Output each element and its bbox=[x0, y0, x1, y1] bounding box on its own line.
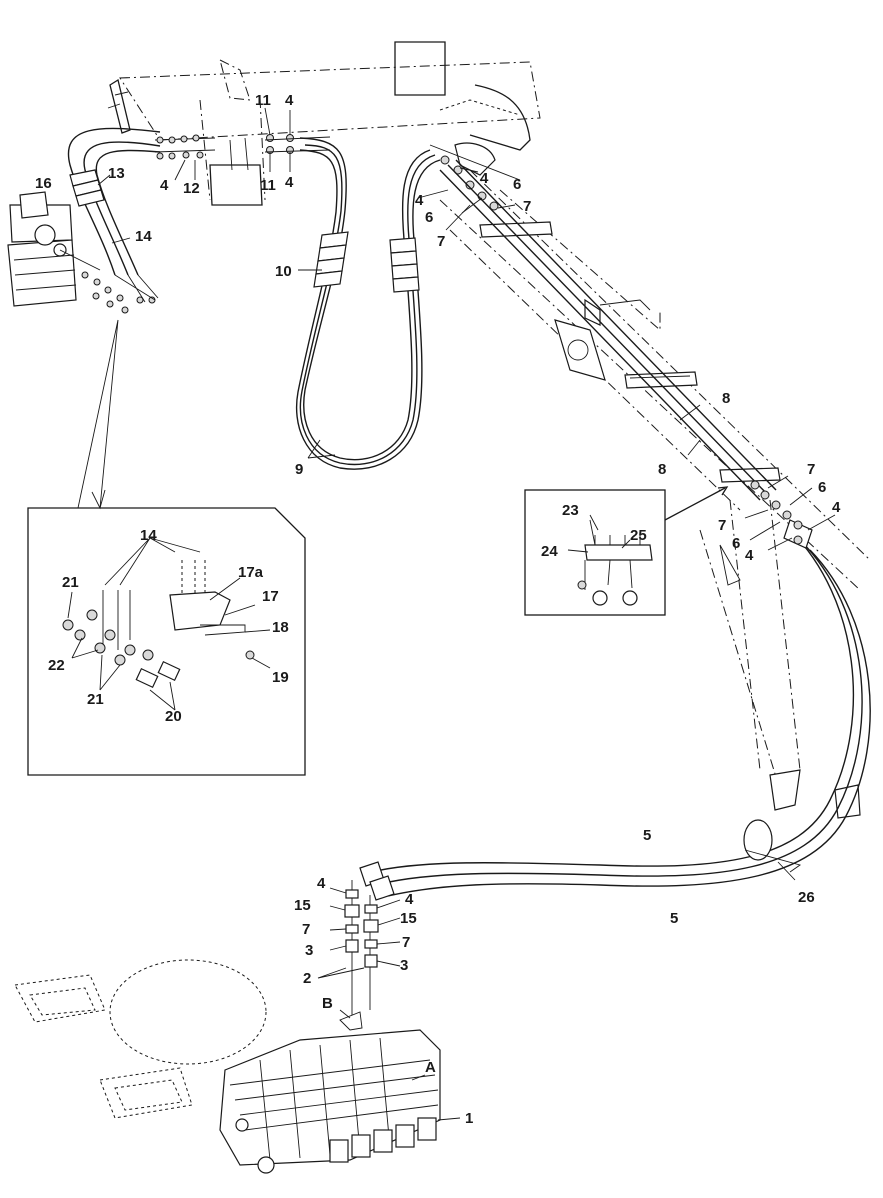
detail-box-right bbox=[524, 486, 729, 616]
label-7: 7 bbox=[523, 198, 531, 215]
label-7: 7 bbox=[807, 461, 815, 478]
label-17a: 17a bbox=[238, 564, 264, 581]
label-22: 22 bbox=[48, 657, 65, 674]
label-21: 21 bbox=[62, 574, 79, 591]
hoses-13-14 bbox=[67, 127, 161, 276]
label-4: 4 bbox=[285, 92, 294, 109]
label-15: 15 bbox=[400, 910, 417, 927]
label-23: 23 bbox=[562, 502, 579, 519]
hoses-8 bbox=[439, 159, 777, 501]
label-11: 11 bbox=[255, 92, 271, 109]
label-4: 4 bbox=[285, 174, 294, 191]
label-8: 8 bbox=[658, 461, 666, 478]
label-13: 13 bbox=[108, 165, 125, 182]
label-4: 4 bbox=[415, 192, 424, 209]
label-21: 21 bbox=[87, 691, 104, 708]
label-12: 12 bbox=[183, 180, 200, 197]
rotator-fittings bbox=[81, 271, 159, 314]
label-25: 25 bbox=[630, 527, 647, 544]
label-11: 11 bbox=[260, 177, 276, 194]
part-number-labels: 16 13 14 4 12 11 4 11 4 10 9 4 6 4 7 6 7… bbox=[35, 92, 841, 1127]
label-4: 4 bbox=[160, 177, 169, 194]
label-3: 3 bbox=[305, 942, 313, 959]
label-4: 4 bbox=[832, 499, 841, 516]
label-9: 9 bbox=[295, 461, 303, 478]
label-14: 14 bbox=[140, 527, 157, 544]
label-5: 5 bbox=[643, 827, 651, 844]
label-B: B bbox=[322, 995, 333, 1012]
boom-arm bbox=[439, 169, 871, 819]
label-7: 7 bbox=[302, 921, 310, 938]
label-1: 1 bbox=[465, 1110, 473, 1127]
clamp-26 bbox=[743, 819, 802, 873]
label-6: 6 bbox=[732, 535, 740, 552]
label-8: 8 bbox=[722, 390, 730, 407]
label-6: 6 bbox=[513, 176, 521, 193]
label-2: 2 bbox=[303, 970, 311, 987]
label-17: 17 bbox=[262, 588, 279, 605]
label-6: 6 bbox=[818, 479, 826, 496]
label-20: 20 bbox=[165, 708, 182, 725]
detail-box-left bbox=[27, 319, 306, 776]
top-fittings bbox=[154, 134, 521, 211]
label-7: 7 bbox=[437, 233, 445, 250]
label-14: 14 bbox=[135, 228, 152, 245]
label-15: 15 bbox=[294, 897, 311, 914]
label-18: 18 bbox=[272, 619, 289, 636]
hoses-5 bbox=[359, 519, 871, 901]
valve-block-1 bbox=[219, 1011, 441, 1174]
label-4: 4 bbox=[317, 875, 326, 892]
leader-lines bbox=[67, 107, 836, 1121]
label-3: 3 bbox=[400, 957, 408, 974]
boom-head bbox=[107, 41, 541, 206]
label-A: A bbox=[425, 1059, 436, 1076]
rotator-16 bbox=[7, 191, 101, 307]
boom-lower-fittings bbox=[750, 480, 803, 545]
label-19: 19 bbox=[272, 669, 289, 686]
label-24: 24 bbox=[541, 543, 558, 560]
dashed-outlines bbox=[14, 959, 267, 1119]
label-4: 4 bbox=[480, 170, 489, 187]
label-4: 4 bbox=[745, 547, 754, 564]
label-6: 6 bbox=[425, 209, 433, 226]
label-7: 7 bbox=[402, 934, 410, 951]
label-16: 16 bbox=[35, 175, 52, 192]
label-10: 10 bbox=[275, 263, 292, 280]
label-4: 4 bbox=[405, 891, 414, 908]
valve-fittings bbox=[344, 880, 379, 1015]
label-7: 7 bbox=[718, 517, 726, 534]
label-26: 26 bbox=[798, 889, 815, 906]
label-5: 5 bbox=[670, 910, 678, 927]
hose-loop-9-10 bbox=[295, 137, 441, 470]
